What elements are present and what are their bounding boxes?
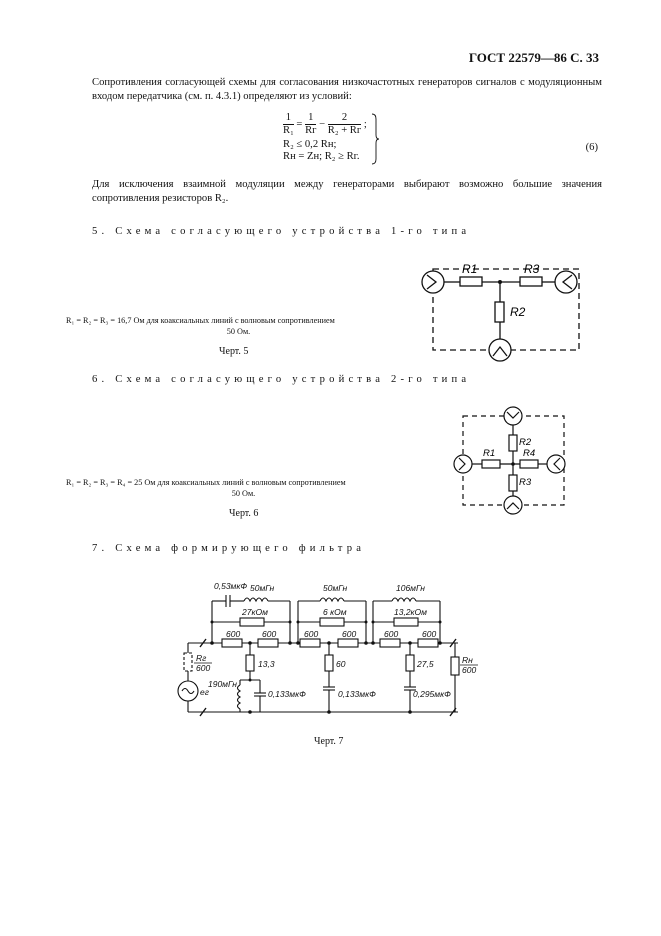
frac-num: 1 [283,112,294,125]
resistor-series [417,638,439,648]
label-s3a: 600 [384,629,398,639]
label-r2: R2 [519,437,532,448]
coax-connector-icon [503,406,523,426]
equals-sign: = [296,118,303,130]
section-5-note: R₁ = R₂ = R₃ = 16,7 Ом для коаксиальных … [66,315,411,337]
frac-den: R₂ + Rг [327,125,362,136]
inductor-190mh [236,684,242,710]
label-r1: R1 [483,448,495,459]
label-eg: eг [200,687,209,697]
coax-connector-icon [503,495,523,515]
resistor-r2 [508,434,518,452]
modulation-paragraph: Для исключения взаимной модуляции между … [92,179,602,204]
section-5-title: 5. Схема согласующего устройства 1-го ти… [92,226,471,237]
formula-row-3: Rн = Zн; R₂ ≥ Rг. [283,151,360,162]
page-header: ГОСТ 22579—86 С. 33 [468,50,599,65]
label-rn: Rн [462,655,473,665]
resistor-27-5 [405,654,415,672]
section-6-title: 6. Схема согласующего устройства 2-го ти… [92,374,471,385]
coax-connector-icon [546,454,566,474]
resistor-series [257,638,279,648]
label-s3b: 600 [422,629,436,639]
inductor-l1 [243,597,269,603]
figure-7-filter-circuit: 0,53мкФ 50мГн 27кОм 50мГн 6 кОм 106мГн 1… [177,581,478,717]
label-shunt1-l: 190мГн [208,679,237,689]
label-l3: 106мГн [396,583,425,593]
label-rg-value: 600 [196,663,210,673]
equation-number: (6) [585,142,598,153]
formula-row-2: R₂ ≤ 0,2 Rн; [283,139,337,150]
label-shunt3-r: 27,5 [416,659,434,669]
label-c-top: 0,53мкФ [214,581,247,591]
resistor-r3 [508,474,518,492]
frac-num: 2 [327,112,362,125]
resistor-60 [324,654,334,672]
label-r1: R1 [462,262,477,276]
label-r4: R4 [523,448,535,459]
resistor-13-3 [245,654,255,672]
coax-connector-icon [488,338,512,362]
resistor-r3 [519,276,543,287]
label-shunt1-c: 0,133мкФ [268,689,306,699]
resistor-series [221,638,243,648]
label-l2: 50мГн [323,583,348,593]
label-r-6k: 6 кОм [323,607,347,617]
label-s1b: 600 [262,629,276,639]
label-r-13k: 13,2кОм [394,607,427,617]
resistor-r1 [481,459,501,469]
figure-5-circuit: R1 R3 R2 [421,262,580,362]
section-7-title: 7. Схема формирующего фильтра [92,543,366,554]
minus-sign: − [319,118,326,130]
note-line: R₁ = R₂ = R₃ = R₄ = 25 Ом для коаксиальн… [66,478,346,487]
resistor-r2 [494,301,505,323]
label-s2b: 600 [342,629,356,639]
resistor-rg [183,652,193,672]
label-shunt2-c: 0,133мкФ [338,689,376,699]
section-6-note: R₁ = R₂ = R₃ = R₄ = 25 Ом для коаксиальн… [66,477,421,499]
frac-den: Rг [305,125,317,136]
label-shunt3-c: 0,295мкФ [413,689,451,699]
resistor-r4 [519,459,539,469]
label-shunt2-r: 60 [336,659,346,669]
note-line: R₁ = R₂ = R₃ = 16,7 Ом для коаксиальных … [66,316,335,325]
resistor-6k [319,617,345,627]
resistor-r1 [459,276,483,287]
semicolon: ; [363,118,367,130]
resistor-series [299,638,321,648]
figure-5-caption: Черт. 5 [219,346,249,357]
frac-den: R₁ [283,125,294,136]
inductor-l2 [319,597,345,603]
note-line: 50 Ом. [231,489,256,498]
frac-num: 1 [305,112,317,125]
figure-7-caption: Черт. 7 [314,736,344,747]
label-shunt1-r: 13,3 [258,659,275,669]
label-r-27k: 27кОм [241,607,268,617]
resistor-rn [450,656,460,676]
label-r3: R3 [524,262,540,276]
coax-connector-icon [453,454,473,474]
intro-paragraph: Сопротивления согласующей схемы для согл… [92,77,602,102]
figure-6-caption: Черт. 6 [229,508,259,519]
label-l1: 50мГн [250,583,275,593]
label-rg: Rг [196,653,206,663]
label-rn-value: 600 [462,665,476,675]
resistor-series [379,638,401,648]
label-r2: R2 [510,305,526,319]
label-r3: R3 [519,477,532,488]
label-s1a: 600 [226,629,240,639]
figure-6-circuit: R1 R4 R2 R3 [453,406,566,515]
coax-connector-icon [554,270,578,294]
coax-connector-icon [421,270,445,294]
label-s2a: 600 [304,629,318,639]
note-line: 50 Ом. [226,327,251,336]
inductor-l3 [391,597,417,603]
resistor-13k [393,617,419,627]
resistor-27k [239,617,265,627]
formula-brace [371,113,379,165]
resistor-series [337,638,359,648]
